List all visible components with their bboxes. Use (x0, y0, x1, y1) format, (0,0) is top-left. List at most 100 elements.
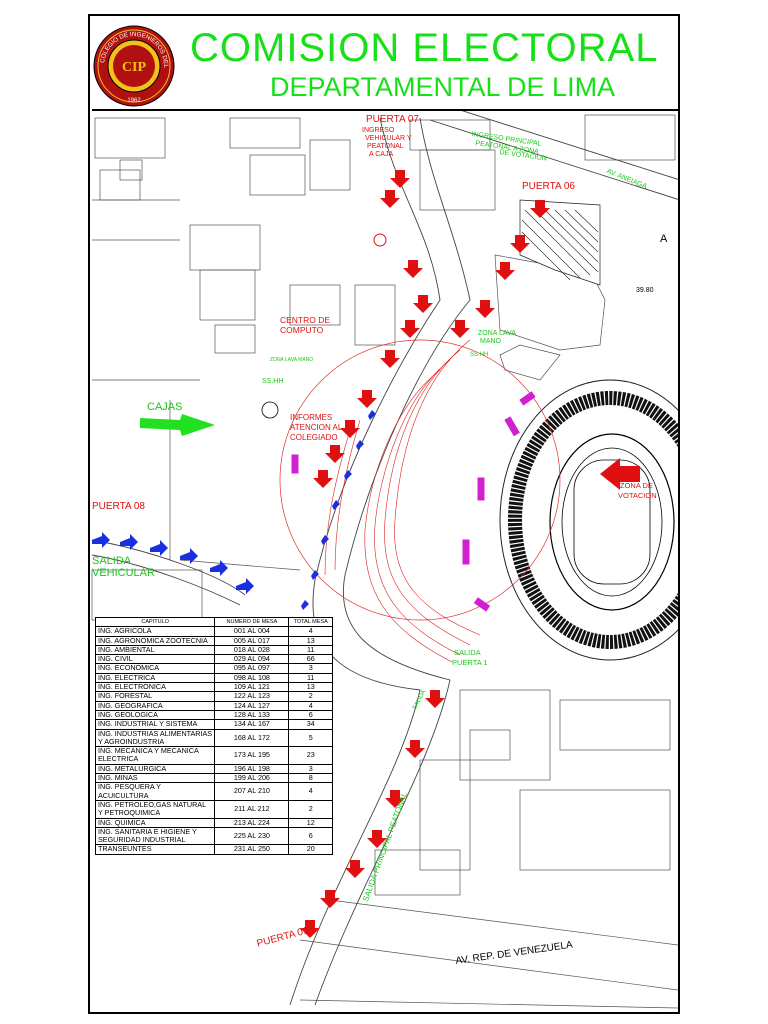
table-header-capitulo: CAPITULO (94, 616, 216, 628)
ingreso-vehicular-line3: PEATONAL (367, 143, 404, 150)
capitulo-cell: ING. AGRICOLA (94, 626, 216, 637)
magenta-zones (291, 391, 536, 612)
elevation-label: 39.80 (636, 287, 654, 294)
table-row: ING. PETROLEO,GAS NATURAL Y PETROQUIMICA… (94, 799, 333, 819)
capitulo-cell: ING. MINAS (94, 773, 216, 784)
total-mesa-cell: 6 (288, 826, 333, 846)
capitulo-cell: ING. ELECTRONICA (94, 682, 216, 693)
table-row: ING. SANITARIA E HIGIENE Y SEGURIDAD IND… (94, 826, 333, 846)
numero-mesa-cell: 207 AL 210 (214, 782, 290, 801)
numero-mesa-cell: 213 AL 224 (214, 817, 290, 828)
total-mesa-cell: 8 (288, 773, 333, 784)
centro-computo-line1: CENTRO DE (280, 315, 331, 325)
page-title: COMISION ELECTORAL (190, 26, 659, 70)
total-mesa-cell: 3 (288, 663, 333, 674)
parking-rows (324, 339, 481, 663)
road-outlines (91, 111, 678, 1006)
zona-lava-small-label: ZONA LAVA MANO (270, 357, 314, 363)
zona-lava-mano-line2: MANO (480, 338, 501, 345)
capitulo-cell: ING. PESQUERA Y ACUICULTURA (94, 782, 216, 801)
capitulo-cell: ING. METALURGICA (94, 763, 216, 775)
capitulo-cell: ING. INDUSTRIAS ALIMENTARIAS Y AGROINDUS… (94, 728, 216, 748)
puerta-07-label: PUERTA 07 (366, 114, 419, 125)
table-header-row: CAPITULO NUMERO DE MESA TOTAL MESA (94, 616, 333, 628)
cip-seal-logo: CIP COLEGIO DE INGENIEROS DEL PERU 1962 (90, 24, 175, 107)
puerta-06-label: PUERTA 06 (522, 181, 575, 192)
numero-mesa-cell: 199 AL 206 (214, 773, 290, 784)
ingreso-vehicular-line2: VEHICULAR Y (365, 135, 412, 142)
total-mesa-cell: 23 (288, 746, 333, 765)
numero-mesa-cell: 173 AL 195 (214, 746, 290, 765)
informes-line2: ATENCION AL (290, 423, 343, 432)
total-mesa-cell: 2 (288, 799, 333, 819)
salida-vehicular-line2: VEHICULAR (92, 567, 155, 579)
capitulo-cell: ING. ECONOMICA (94, 663, 216, 674)
total-mesa-cell: 4 (288, 782, 333, 801)
roundabout (261, 401, 279, 419)
title-divider (92, 109, 678, 111)
capitulo-cell: ING. QUIMICA (94, 817, 216, 828)
numero-mesa-cell: 211 AL 212 (214, 799, 290, 819)
capitulo-cell: ING. INDUSTRIAL Y SISTEMA (94, 719, 216, 730)
numero-mesa-cell: 122 AL 123 (214, 691, 290, 702)
letter-a-label: A (660, 233, 668, 245)
seal-monogram: CIP (122, 60, 147, 75)
numero-mesa-cell: 225 AL 230 (214, 826, 290, 846)
page-subtitle: DEPARTAMENTAL DE LIMA (270, 72, 616, 102)
informes-line1: INFORMES (290, 413, 333, 422)
numero-mesa-cell: 095 AL 097 (214, 663, 290, 674)
salida-puerta-1-line1: SALIDA (454, 648, 481, 657)
red-route-arrows (300, 170, 640, 938)
zona-votacion-line2: VOTACION (618, 491, 657, 500)
mesas-table: CAPITULO NUMERO DE MESA TOTAL MESA ING. … (94, 616, 333, 855)
cajas-arrow (140, 414, 215, 436)
seal-year: 1962 (127, 98, 141, 104)
zona-votacion-line1: ZONA DE (620, 481, 653, 490)
capitulo-cell: ING. SANITARIA E HIGIENE Y SEGURIDAD IND… (94, 826, 216, 846)
puerta-08-label: PUERTA 08 (92, 501, 145, 512)
sshh-label-2: SS.HH (262, 378, 284, 385)
table-row: ING. INDUSTRIAS ALIMENTARIAS Y AGROINDUS… (94, 728, 333, 748)
numero-mesa-cell: 134 AL 167 (214, 719, 290, 730)
informes-line3: COLEGIADO (290, 433, 338, 442)
total-mesa-cell: 5 (288, 728, 333, 748)
numero-mesa-cell: 168 AL 172 (214, 728, 290, 748)
capitulo-cell: TRANSEUNTES (94, 844, 216, 855)
cajas-label: CAJAS (147, 401, 183, 413)
ingreso-vehicular-line1: INGRESO (362, 127, 395, 134)
capitulo-cell: ING. AGRONOMICA ZOOTECNIA (94, 635, 216, 646)
zona-lava-mano-line1: ZONA LAVA (478, 330, 516, 337)
site-map (91, 111, 678, 1009)
voting-circle (279, 339, 561, 621)
centro-computo-line2: COMPUTO (280, 325, 324, 335)
salida-puerta-1-line2: PUERTA 1 (452, 658, 488, 667)
capitulo-cell: ING. FORESTAL (94, 691, 216, 702)
blue-exit-arrows (92, 410, 376, 610)
total-mesa-cell: 12 (288, 817, 333, 828)
ingreso-vehicular-line4: A CAJA (369, 151, 394, 158)
stadium (499, 199, 678, 661)
capitulo-cell: ING. PETROLEO,GAS NATURAL Y PETROQUIMICA (94, 799, 216, 819)
capitulo-cell: ING. MECANICA Y MECANICA ELECTRICA (94, 746, 216, 765)
total-mesa-cell: 2 (288, 691, 333, 702)
gate-marker (373, 233, 387, 247)
salida-vehicular-line1: SALIDA (92, 555, 132, 567)
total-mesa-cell: 34 (288, 719, 333, 730)
numero-mesa-cell: 005 AL 017 (214, 635, 290, 646)
total-mesa-cell: 20 (288, 844, 333, 855)
numero-mesa-cell: 231 AL 250 (214, 844, 290, 855)
total-mesa-cell: 4 (288, 626, 333, 637)
numero-mesa-cell: 001 AL 004 (214, 626, 290, 637)
